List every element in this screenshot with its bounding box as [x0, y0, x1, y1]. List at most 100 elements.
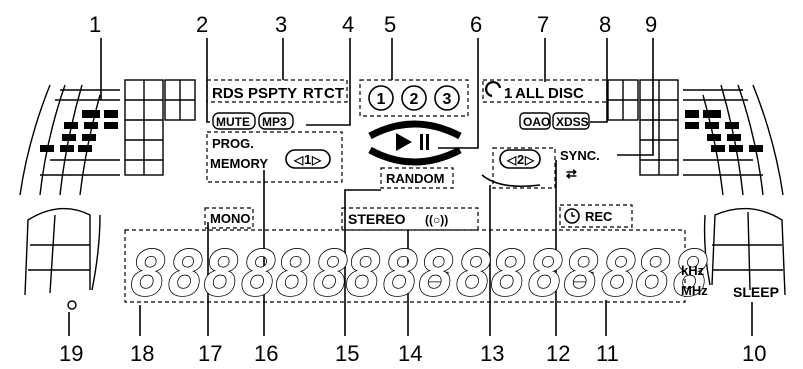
oao-label: OAO: [523, 115, 550, 129]
callout-17: 17: [198, 341, 222, 366]
right-arc-1: [752, 84, 784, 196]
leader-15: [344, 189, 381, 336]
mono-label: MONO: [210, 211, 250, 226]
digit-4: 88-: [345, 237, 457, 310]
digit-3: 88: [275, 237, 350, 310]
stereo-label: STEREO: [348, 211, 406, 227]
disc-3-circle: [434, 85, 460, 111]
digit-8: 88: [635, 237, 710, 310]
random-label: RANDOM: [386, 171, 445, 186]
leader-lines: [68, 38, 753, 336]
leader-6: [438, 38, 479, 149]
pause-bar-2: [426, 134, 429, 150]
mute-mp3-group: MUTE MP3: [212, 112, 294, 130]
leader-9: [617, 38, 654, 156]
leader-4: [306, 38, 351, 126]
mhz-label: MHz: [681, 283, 708, 298]
mp3-label: MP3: [262, 115, 287, 129]
callout-1: 1: [89, 12, 101, 37]
timer-clock-icon: [564, 208, 580, 224]
disc-1-label: 1: [377, 91, 386, 108]
callout-4: 4: [342, 12, 354, 37]
callout-numbers-bottom: 10 11 12 13 14 15 16 17 18 19: [59, 341, 766, 366]
sync-label: SYNC.: [560, 148, 600, 163]
disc-2-label: 2: [410, 91, 419, 108]
mute-label: MUTE: [216, 115, 250, 129]
callout-12: 12: [546, 341, 570, 366]
left-bar-blocks: [40, 110, 118, 152]
rec-group: REC: [559, 204, 633, 228]
callout-11: 11: [596, 341, 619, 366]
oao-xdss-group: OAO XDSS: [519, 112, 590, 130]
callout-8: 8: [599, 12, 611, 37]
lower-left-grid: [24, 207, 101, 310]
callout-13: 13: [480, 341, 504, 366]
repeat-one-label: 1: [504, 85, 512, 102]
rds-label: RDS: [212, 85, 244, 102]
left-arc-2: [39, 84, 66, 196]
rec-label: REC: [585, 209, 613, 224]
memory-label: MEMORY: [210, 156, 268, 171]
disc-number-group: 1 2 3: [359, 79, 469, 117]
callout-18: 18: [130, 341, 154, 366]
callout-7: 7: [537, 12, 549, 37]
right-bar-blocks: [685, 110, 763, 152]
digit-5: 88: [418, 237, 493, 310]
callout-19: 19: [59, 341, 83, 366]
prog-label: PROG.: [212, 136, 254, 151]
pty-label: PTY: [268, 85, 297, 102]
rt-label: RT: [303, 85, 323, 102]
pause-bar-1: [420, 134, 423, 150]
group-2-left-arrow: ◁: [506, 153, 517, 167]
lower-right-grid: [703, 207, 786, 296]
callout-15: 15: [335, 341, 359, 366]
repeat-indicator-group: 1 ALL DISC: [482, 79, 608, 103]
right-arc-2: [737, 84, 764, 196]
disc-2-circle: [401, 85, 427, 111]
khz-label: kHz: [681, 263, 705, 278]
right-ramp-arc: [703, 214, 711, 286]
mono-group: MONO: [204, 207, 254, 229]
callout-14: 14: [398, 341, 422, 366]
ct-label: CT: [324, 85, 344, 102]
xdss-label: XDSS: [556, 115, 589, 129]
callout-16: 16: [254, 341, 278, 366]
sleep-label: SLEEP: [733, 284, 779, 300]
left-spectrum-meter: [19, 79, 196, 196]
right-spectrum-meter: [607, 79, 784, 196]
group-2-sync: ◁ 2 ▷ SYNC. ⇄: [481, 147, 600, 189]
play-arc-bottom: [368, 146, 462, 166]
all-disc-label: ALL DISC: [515, 85, 584, 102]
play-pause-group: [368, 120, 462, 166]
group-2-label: 2: [517, 152, 524, 167]
digit-display-frame: [124, 229, 686, 303]
disc-1-circle: [368, 85, 394, 111]
disc-3-label: 3: [443, 91, 452, 108]
digit-7: 88: [563, 237, 638, 310]
play-arc-top: [368, 120, 462, 140]
callout-numbers-top: 1 2 3 4 5 6 7 8 9: [89, 12, 657, 37]
repeat-icon: [485, 81, 502, 98]
group-1-label: 1: [304, 152, 311, 167]
callout-3: 3: [275, 12, 287, 37]
sync-arrows-icon: ⇄: [566, 166, 577, 181]
group-2-underline: [481, 174, 541, 188]
group-1-left-arrow: ◁: [293, 153, 304, 167]
random-group: RANDOM: [380, 167, 454, 189]
play-icon: [396, 133, 412, 151]
group-2-pill: [499, 149, 541, 169]
prog-memory-group: PROG. MEMORY ◁ 1 ▷: [206, 131, 343, 183]
left-ramp-arc: [91, 214, 101, 291]
digit-6: 88-: [490, 237, 602, 310]
tuned-wave-icon: ((○)): [425, 213, 448, 227]
left-arc-1: [19, 84, 51, 196]
callout-9: 9: [645, 12, 657, 37]
left-grid-outline: [40, 79, 196, 176]
callout-6: 6: [470, 12, 482, 37]
leader-8: [590, 38, 608, 123]
rds-indicator-group: RDS PS PTY RT CT: [206, 79, 348, 103]
group-1-pill: [285, 149, 331, 169]
group-2-right-arrow: ▷: [524, 153, 535, 167]
mic-icon: [67, 300, 77, 310]
leader-2: [206, 38, 210, 123]
